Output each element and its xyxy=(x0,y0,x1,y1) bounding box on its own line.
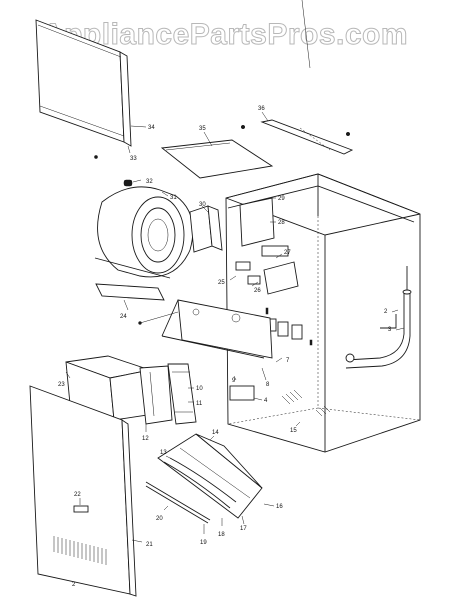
label-15: 15 xyxy=(290,428,297,434)
label-31: 31 xyxy=(170,195,177,201)
label-35: 35 xyxy=(199,126,206,132)
part-21-front-door xyxy=(29,385,137,597)
label-12: 12 xyxy=(142,436,149,442)
part-24-strap xyxy=(95,283,165,301)
part-14-lower-tray xyxy=(157,433,263,519)
label-29: 29 xyxy=(278,196,285,202)
label-16: 16 xyxy=(276,504,283,510)
label-13: 13 xyxy=(160,450,167,456)
label-30: 30 xyxy=(199,202,206,208)
label-26: 26 xyxy=(254,288,261,294)
label-7: 7 xyxy=(286,358,290,364)
part-10-filter-frame xyxy=(167,363,197,425)
part-31-blower-assembly xyxy=(94,155,194,279)
part-26-controls xyxy=(235,245,289,285)
part-8-burner-panel xyxy=(138,299,273,359)
label-25: 25 xyxy=(218,280,225,286)
label-20: 20 xyxy=(156,516,163,522)
label-9: 9 xyxy=(232,378,236,384)
label-11: 11 xyxy=(196,401,203,407)
part-19-rod xyxy=(145,481,211,524)
label-4: 4 xyxy=(264,398,268,404)
part-15-cabinet xyxy=(225,173,421,453)
label-8: 8 xyxy=(266,382,270,388)
label-3: 3 xyxy=(388,327,392,333)
label-21: 21 xyxy=(146,542,153,548)
label-27: 27 xyxy=(284,250,291,256)
part-35-top-plate xyxy=(160,139,274,179)
label-23: 23 xyxy=(58,382,65,388)
label-2: 2 xyxy=(384,309,388,315)
label-19: 19 xyxy=(200,540,207,546)
label-14: 14 xyxy=(212,430,219,436)
label-24: 24 xyxy=(120,314,127,320)
part-36-rail xyxy=(240,119,354,155)
label-28: 28 xyxy=(278,220,285,226)
label-32: 32 xyxy=(146,179,153,185)
label-36: 36 xyxy=(258,106,265,112)
part-33-top-panel xyxy=(35,19,132,147)
part-30-bracket xyxy=(189,205,223,253)
label-22: 22 xyxy=(74,492,81,498)
part-4-bracket xyxy=(229,385,255,401)
part-labels: 34 33 35 36 32 31 30 29 28 27 25 26 24 2… xyxy=(58,106,405,588)
label-10: 10 xyxy=(196,386,203,392)
footnote-label: 2 xyxy=(72,582,76,588)
label-18: 18 xyxy=(218,532,225,538)
top-lead-line xyxy=(301,0,311,69)
label-34: 34 xyxy=(148,125,155,131)
label-33: 33 xyxy=(130,156,137,162)
part-3-gas-line xyxy=(345,266,412,369)
label-17: 17 xyxy=(240,526,247,532)
